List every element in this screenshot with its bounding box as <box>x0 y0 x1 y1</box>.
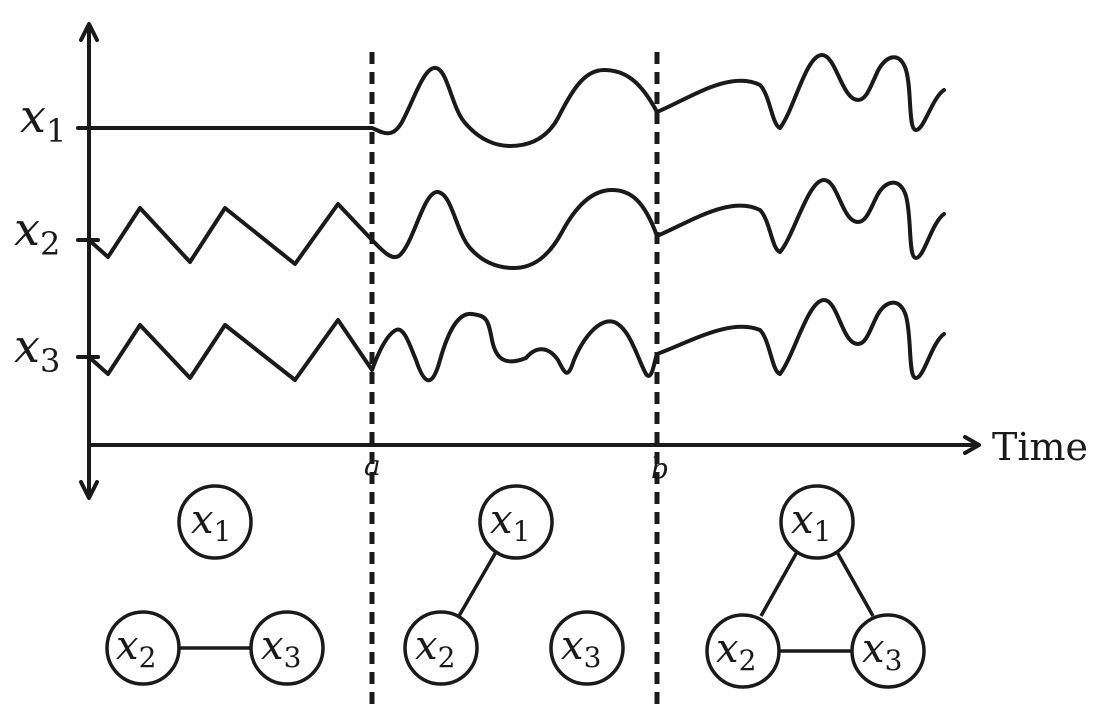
node-x1-label: x1 <box>791 497 831 548</box>
node-x2 <box>105 610 181 686</box>
node-x2-label: x2 <box>716 626 756 677</box>
node-x1-label: x1 <box>490 497 530 548</box>
node-x3-label: x3 <box>862 626 902 677</box>
x-axis-arrow <box>963 435 981 455</box>
edge-x1-x3 <box>835 551 875 617</box>
node-x3 <box>249 610 325 686</box>
node-x3 <box>850 613 926 689</box>
node-x2 <box>705 613 781 689</box>
x-axis-label: Time <box>992 425 1088 469</box>
edge-x1-x2 <box>759 551 799 617</box>
y-axis-arrow-bottom <box>79 480 99 500</box>
y-label-x1: x1 <box>20 89 66 150</box>
node-x3 <box>549 610 625 686</box>
breakpoint-a-label: a <box>364 449 381 482</box>
node-x2-label: x2 <box>116 623 156 674</box>
series-x3-curve <box>87 298 946 383</box>
node-x1-label: x1 <box>191 497 231 548</box>
graph-segment-1: x1 x2 x3 <box>105 484 325 686</box>
node-x3-label: x3 <box>561 623 601 674</box>
y-label-x3: x3 <box>14 319 60 380</box>
node-x2 <box>403 610 479 686</box>
node-x1 <box>779 484 855 560</box>
y-label-x2: x2 <box>14 202 60 263</box>
series-x2-curve <box>87 178 946 270</box>
node-x2-label: x2 <box>415 623 455 674</box>
y-axis-arrow-top <box>79 22 99 42</box>
breakpoint-b-label: b <box>651 452 669 485</box>
node-x3-label: x3 <box>261 623 301 674</box>
series-x1-curve <box>87 53 946 148</box>
graph-segment-3: x1 x2 x3 <box>705 484 926 689</box>
edge-x1-x2 <box>457 551 498 617</box>
graph-segment-2: x1 x2 x3 <box>403 484 625 686</box>
node-x1 <box>478 484 554 560</box>
node-x1 <box>177 484 253 560</box>
